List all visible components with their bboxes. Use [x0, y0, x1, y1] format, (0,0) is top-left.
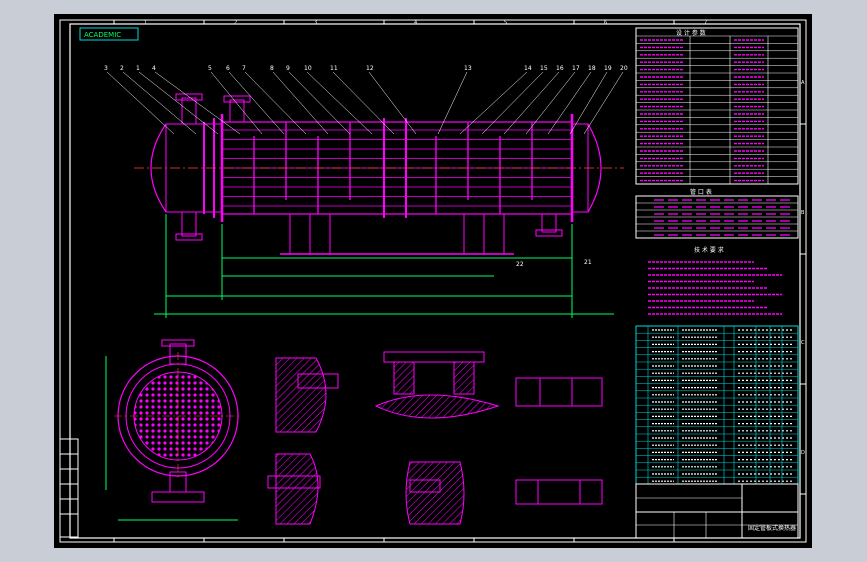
balloon-label: 3: [104, 65, 108, 72]
balloon-label: 22: [516, 261, 524, 268]
stamp-box: [79, 27, 139, 41]
parts-list-table: [635, 325, 799, 485]
balloon-label: 15: [540, 65, 548, 72]
border-tick-label: 1: [144, 20, 147, 26]
balloon-label: 12: [366, 65, 374, 72]
balloon-label: 20: [620, 65, 628, 72]
nozzle-table: 管 口 表: [635, 188, 799, 239]
design-parameter-table: 设 计 参 数: [635, 27, 799, 185]
border-tick-label: 5: [504, 20, 507, 26]
side-tick-label: B: [801, 210, 805, 216]
balloon-label: 16: [556, 65, 564, 72]
tubesheet-end-view: [105, 339, 242, 521]
balloon-label: 1: [136, 65, 140, 72]
balloon-label: 14: [524, 65, 532, 72]
border-tick-label: 6: [604, 20, 607, 26]
drawing-frame: [59, 19, 807, 543]
title-block-name: 固定管板式换热器: [748, 524, 796, 532]
balloon-label: 5: [208, 65, 212, 72]
technical-notes: 技 术 要 求: [648, 246, 782, 315]
balloon-label: 17: [572, 65, 580, 72]
balloon-label: 6: [226, 65, 230, 72]
balloon-label: 4: [152, 65, 156, 72]
title-block: 固定管板式换热器: [635, 483, 799, 539]
balloon-label: 10: [304, 65, 312, 72]
side-tick-label: D: [801, 450, 805, 456]
border-tick-label: 3: [314, 20, 317, 26]
exchanger-elevation-view: [134, 93, 624, 255]
balloon-label: 19: [604, 65, 612, 72]
balloon-label: 7: [242, 65, 246, 72]
balloon-label: 8: [270, 65, 274, 72]
drawing-inner-frame: [69, 23, 801, 539]
left-sign-boxes: [59, 438, 79, 538]
border-tick-label: 4: [414, 20, 417, 26]
balloon-label: 2: [120, 65, 124, 72]
side-tick-label: C: [801, 340, 805, 346]
stamp-text: ACADEMIC: [84, 31, 121, 39]
balloon-label: 18: [588, 65, 596, 72]
border-tick-label: 7: [704, 20, 707, 26]
border-tick-label: 2: [234, 20, 237, 26]
notes-title: 技 术 要 求: [694, 246, 724, 254]
balloon-label: 11: [330, 65, 338, 72]
dimension-lines: [154, 214, 614, 318]
nozzle-table-header: 管 口 表: [690, 188, 712, 196]
design-table-header: 设 计 参 数: [676, 29, 706, 37]
balloon-label: 9: [286, 65, 290, 72]
balloon-label: 21: [584, 259, 592, 266]
detail-views: [267, 351, 603, 525]
side-tick-label: A: [801, 80, 805, 86]
balloon-label: 13: [464, 65, 472, 72]
